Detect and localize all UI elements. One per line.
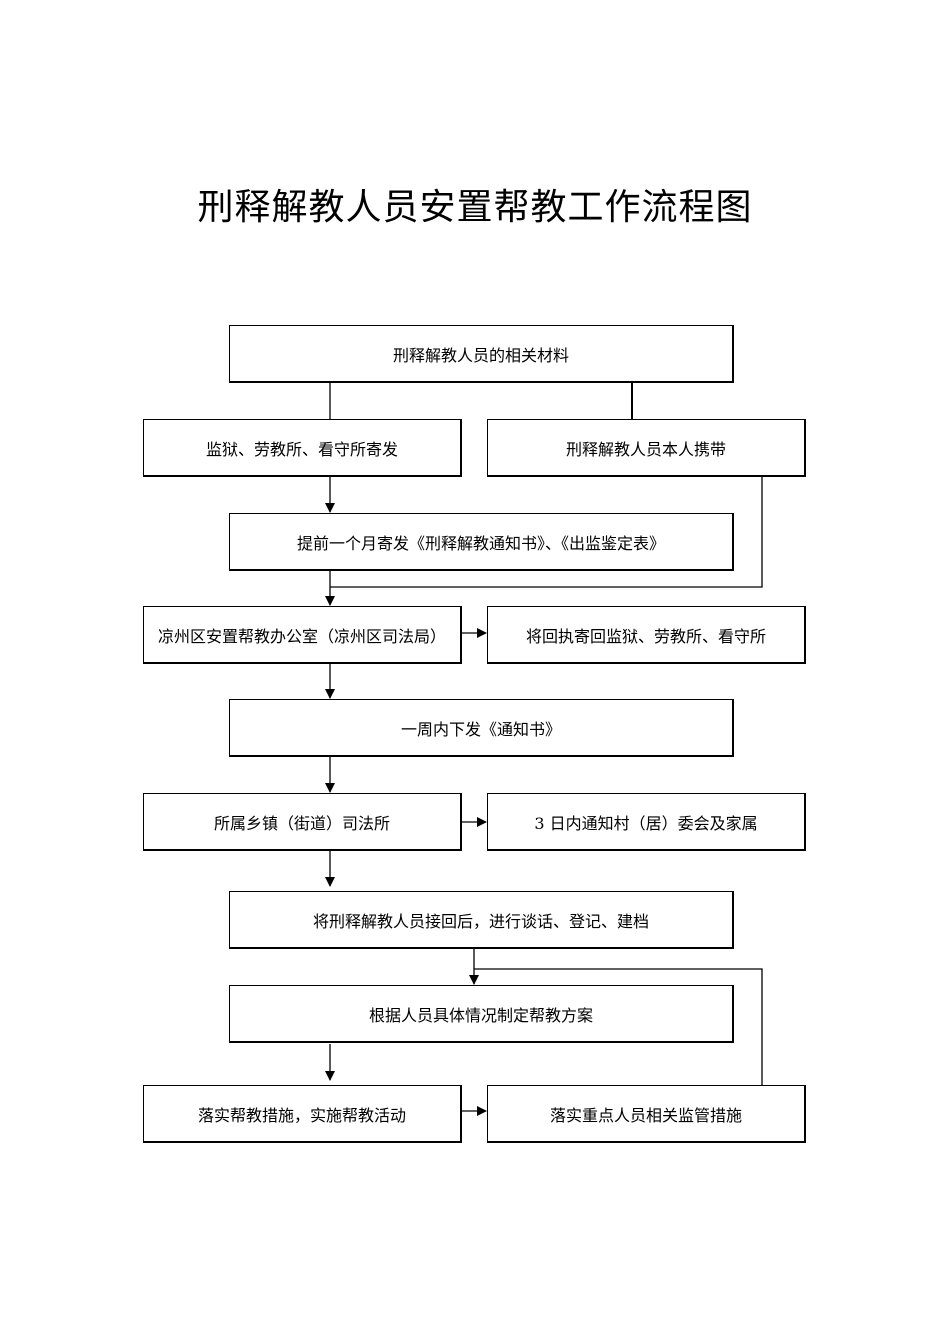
node-supervision: 落实重点人员相关监管措施 [487, 1085, 806, 1143]
connector-supervision-feedback [474, 968, 763, 1085]
node-materials: 刑释解教人员的相关材料 [229, 325, 734, 383]
node-advance-notice: 提前一个月寄发《刑释解教通知书》、《出监鉴定表》 [229, 513, 734, 571]
node-notify-village: 3 日内通知村（居）委会及家属 [487, 793, 806, 851]
node-return-receipt: 将回执寄回监狱、劳教所、看守所 [487, 606, 806, 664]
node-township: 所属乡镇（街道）司法所 [143, 793, 462, 851]
node-self-carry: 刑释解教人员本人携带 [487, 419, 806, 477]
node-prison-send: 监狱、劳教所、看守所寄发 [143, 419, 462, 477]
connector-self-to-office [330, 476, 763, 588]
node-plan: 根据人员具体情况制定帮教方案 [229, 985, 734, 1043]
node-office: 凉州区安置帮教办公室（凉州区司法局） [143, 606, 462, 664]
node-weekly-notice: 一周内下发《通知书》 [229, 699, 734, 757]
page-title: 刑释解教人员安置帮教工作流程图 [197, 187, 753, 228]
node-pickup: 将刑释解教人员接回后，进行谈话、登记、建档 [229, 891, 734, 949]
node-implement: 落实帮教措施，实施帮教活动 [143, 1085, 462, 1143]
